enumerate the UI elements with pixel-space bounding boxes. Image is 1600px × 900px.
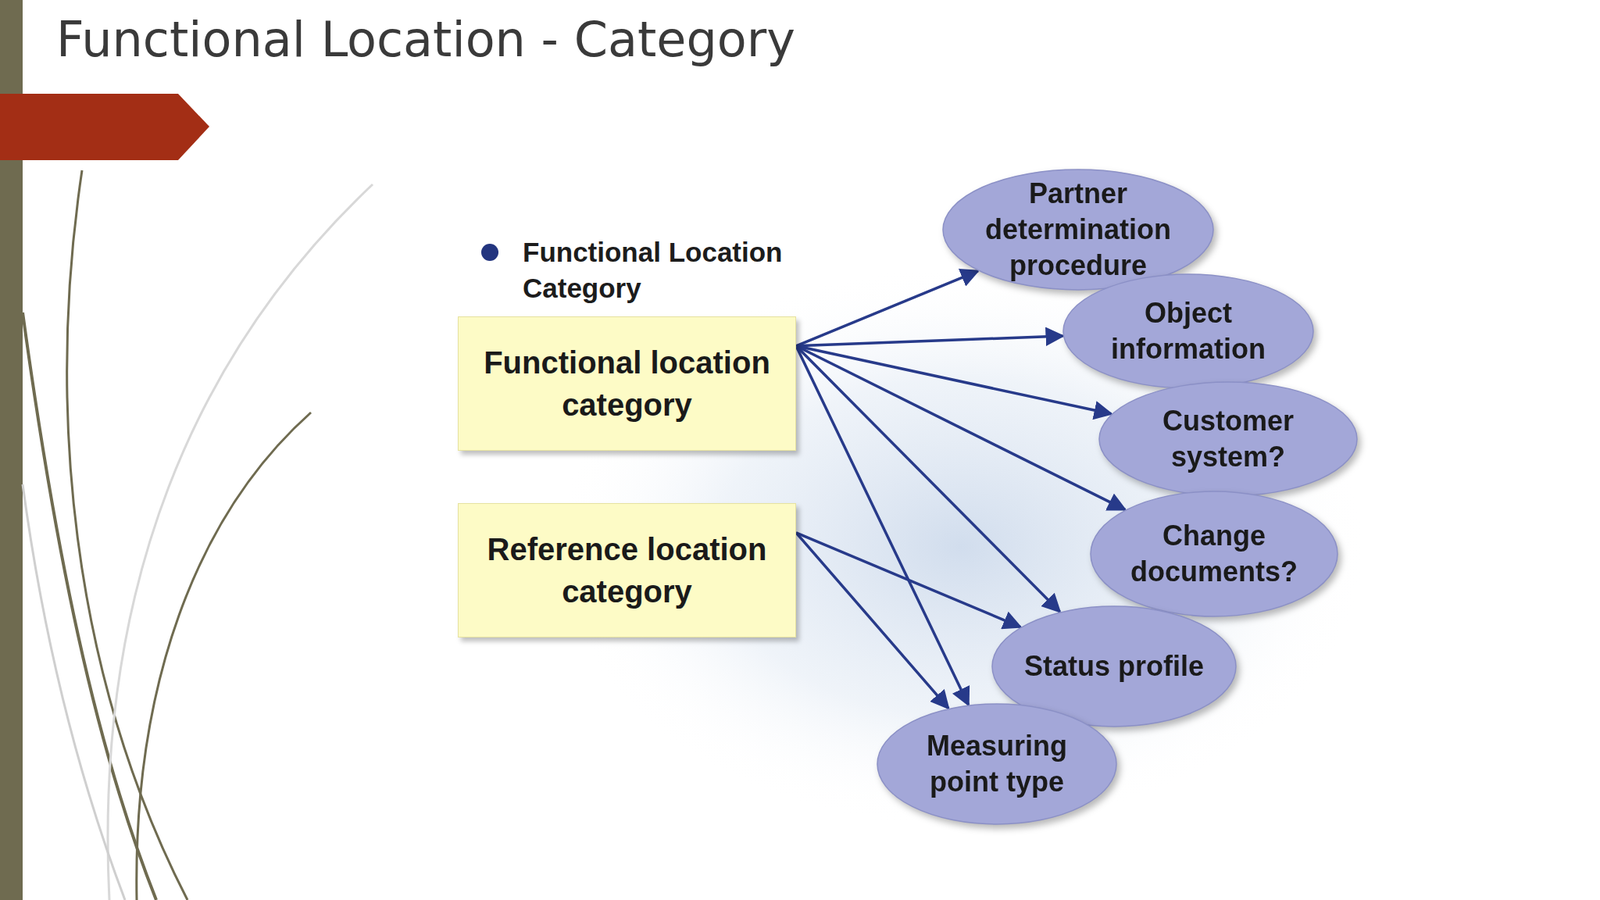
connector-arrow xyxy=(796,346,969,705)
category-box: Functional location category xyxy=(457,316,797,451)
node-label: Reference location category xyxy=(463,528,792,613)
attribute-ellipse: Change documents? xyxy=(1089,490,1339,618)
ellipse-outline xyxy=(1062,273,1315,390)
connector-arrow xyxy=(796,271,979,347)
node-label: Status profile xyxy=(1000,648,1228,685)
attribute-ellipse: Customer system? xyxy=(1098,381,1358,497)
deco-curve xyxy=(22,312,157,900)
node-label: Object information xyxy=(1090,295,1286,367)
deco-curve xyxy=(22,484,125,900)
bullet-dot xyxy=(481,243,499,261)
connector-arrow xyxy=(796,346,1061,612)
attribute-ellipse: Measuring point type xyxy=(876,703,1118,825)
node-label: Functional location category xyxy=(463,341,792,426)
category-box: Reference location category xyxy=(457,503,797,638)
connector-arrow xyxy=(796,532,949,709)
attribute-ellipse: Object information xyxy=(1062,273,1315,390)
node-label: Customer system? xyxy=(1130,403,1326,475)
node-label: Measuring point type xyxy=(903,728,1091,800)
node-label: Partner determination procedure xyxy=(964,175,1192,283)
connector-arrow xyxy=(796,335,1064,347)
connector-arrow xyxy=(796,346,1112,415)
connector-arrow xyxy=(796,532,1021,628)
deco-curve xyxy=(67,170,188,900)
ellipse-outline xyxy=(876,703,1118,825)
attribute-ellipse: Partner determination procedure xyxy=(942,168,1215,291)
node-label: Change documents? xyxy=(1116,517,1312,590)
deco-curve xyxy=(136,412,311,900)
ellipse-outline xyxy=(1089,490,1339,618)
connector-arrow xyxy=(796,346,1125,511)
banner-arrow xyxy=(0,93,210,161)
ellipse-outline xyxy=(1098,381,1358,497)
slide-title: Functional Location - Category xyxy=(56,10,796,68)
deco-curve xyxy=(107,184,373,900)
bullet-text: Functional Location Category xyxy=(522,234,820,306)
